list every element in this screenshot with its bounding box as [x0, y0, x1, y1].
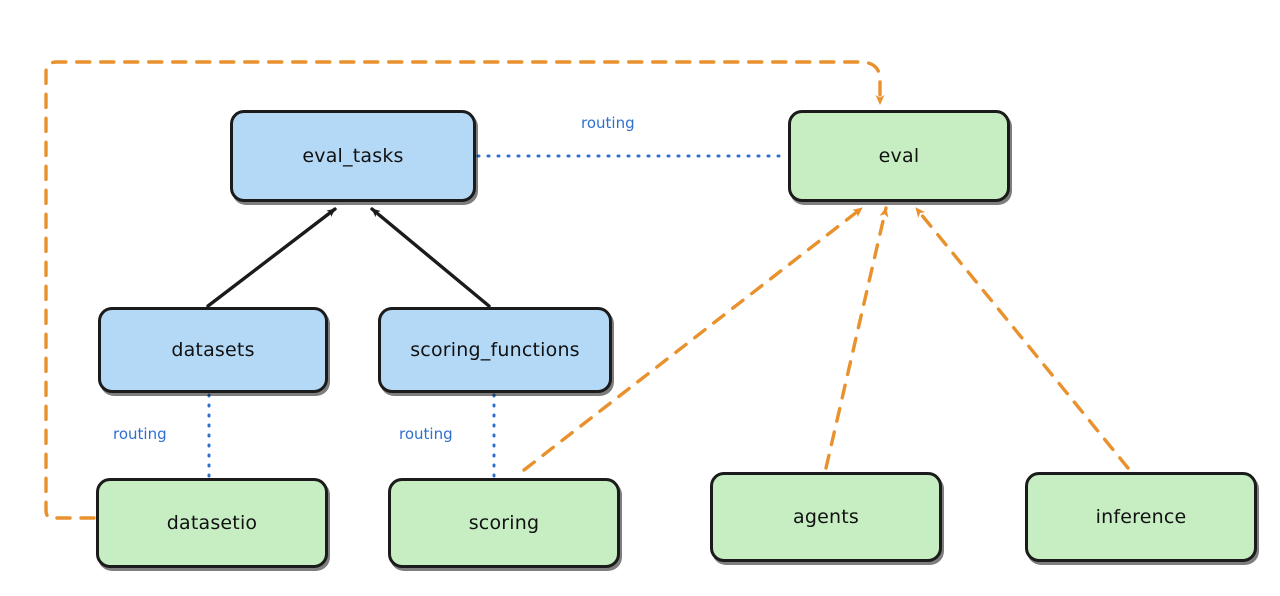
node-label: scoring_functions: [410, 339, 580, 361]
edge-inference-to-eval: [914, 206, 1130, 470]
node-eval-tasks[interactable]: eval_tasks: [230, 110, 476, 202]
edge-label-routing-datasets: routing: [110, 425, 170, 443]
node-inference[interactable]: inference: [1025, 472, 1257, 562]
node-eval[interactable]: eval: [788, 110, 1010, 202]
node-label: eval: [878, 145, 920, 167]
edge-label-routing-scoring: routing: [396, 425, 456, 443]
edge-scoring_functions-to-eval_tasks: [370, 207, 491, 308]
node-label: datasets: [171, 339, 255, 361]
node-label: agents: [793, 506, 859, 528]
edge-agents-to-eval: [824, 206, 889, 470]
node-label: inference: [1095, 506, 1187, 528]
composition-edges: [206, 207, 491, 308]
node-datasetio[interactable]: datasetio: [96, 478, 328, 568]
node-label: datasetio: [166, 512, 258, 534]
node-label: scoring: [468, 512, 540, 534]
edge-scoring-to-eval: [522, 206, 864, 472]
edge-label-routing-eval: routing: [578, 114, 638, 132]
edge-datasetio-to-eval: [44, 60, 885, 520]
edge-datasets-to-eval_tasks: [206, 207, 337, 308]
routing-edges: [207, 154, 788, 478]
node-datasets[interactable]: datasets: [98, 307, 328, 393]
node-label: eval_tasks: [302, 145, 404, 167]
dependency-edges: [44, 60, 1130, 520]
node-scoring-functions[interactable]: scoring_functions: [378, 307, 612, 393]
node-scoring[interactable]: scoring: [388, 478, 620, 568]
node-agents[interactable]: agents: [710, 472, 942, 562]
